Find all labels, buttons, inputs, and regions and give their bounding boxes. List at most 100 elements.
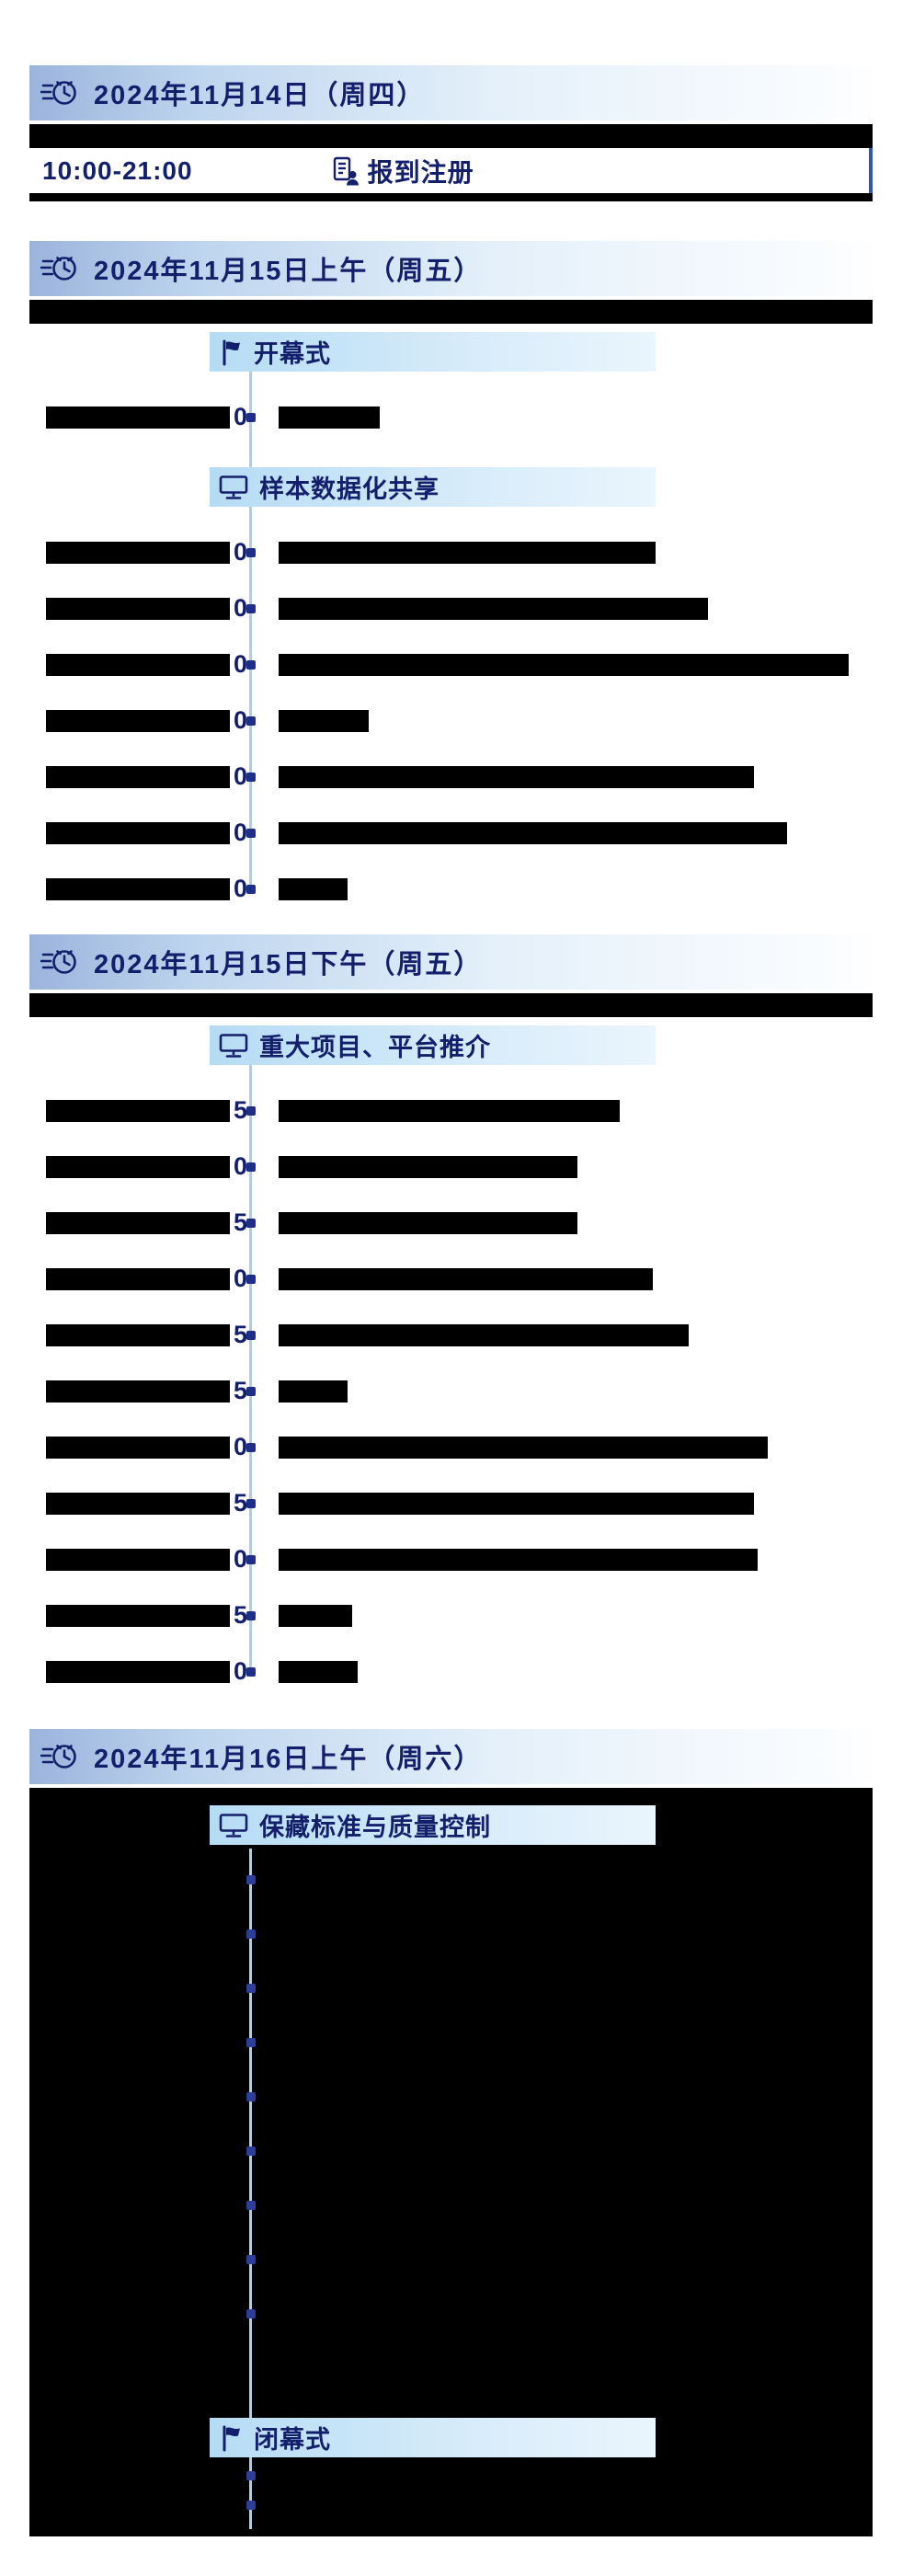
redacted-event: [279, 406, 380, 429]
timeline-row: 0: [29, 538, 873, 566]
timeline-dot: [246, 548, 256, 557]
session-title: 保藏标准与质量控制: [259, 1814, 491, 1841]
timeline-dot: [246, 1387, 256, 1396]
timeline-row: 5: [29, 1208, 873, 1236]
clock-icon: [40, 1740, 77, 1773]
redacted-event: [279, 1493, 754, 1515]
timeline-dot: [246, 2147, 256, 2156]
redacted-event: [279, 1156, 577, 1178]
timeline-row: 0: [29, 1265, 873, 1292]
timeline-dot: [246, 1611, 256, 1620]
timeline-dot: [246, 2471, 256, 2480]
time-digit: 0: [234, 538, 248, 566]
timeline-dot: [246, 2309, 256, 2318]
timeline-dot: [246, 1275, 256, 1284]
timeline-dot: [246, 1219, 256, 1228]
redacted-region: 保藏标准与质量控制闭幕式: [29, 1788, 873, 2536]
day-title: 2024年11月15日上午（周五）: [94, 257, 483, 286]
redacted-time: [46, 654, 230, 676]
timeline-dot: [246, 716, 256, 726]
timeline-dot: [246, 660, 256, 670]
time-digit: 5: [234, 1096, 248, 1124]
day-header: 2024年11月16日上午（周六）: [29, 1729, 873, 1784]
redacted-event: [279, 598, 708, 620]
redacted-event: [279, 878, 348, 900]
redacted-time: [46, 822, 230, 844]
timeline-dot: [246, 1443, 256, 1452]
redacted-event: [279, 654, 849, 676]
redacted-time: [46, 1437, 230, 1459]
timeline-dot: [246, 604, 256, 613]
time-digit: 0: [234, 1152, 248, 1180]
timeline-row: 5: [29, 1096, 873, 1124]
redacted-time: [46, 1100, 230, 1122]
time-digit: 0: [234, 403, 248, 430]
registration-icon: [331, 155, 359, 186]
clock-icon: [40, 945, 77, 979]
time-digit: 0: [234, 650, 248, 678]
redacted-event: [279, 1661, 358, 1683]
redacted-event: [279, 1100, 620, 1122]
timeline-row: 0: [29, 403, 873, 430]
timeline-dot: [246, 2255, 256, 2264]
session-title: 重大项目、平台推介: [259, 1034, 491, 1061]
timeline-dot: [246, 1106, 256, 1116]
timeline-line: [249, 1849, 252, 2529]
redacted-time: [46, 766, 230, 788]
monitor-icon: [219, 1813, 248, 1838]
session-header: 闭幕式: [210, 2418, 656, 2457]
redacted-event: [279, 1268, 653, 1290]
timeline-dot: [246, 1984, 256, 1993]
timeline-dot: [246, 2501, 256, 2510]
redacted-event: [279, 542, 656, 564]
session-title: 闭幕式: [254, 2426, 331, 2454]
timeline-row: 0: [29, 1657, 873, 1685]
redacted-time: [46, 1549, 230, 1571]
redacted-divider: [29, 193, 873, 201]
redacted-event: [279, 1380, 348, 1402]
session-header: 保藏标准与质量控制: [210, 1805, 656, 1845]
timeline-dot: [246, 1499, 256, 1508]
timeline-row: 0: [29, 819, 873, 846]
redacted-event: [279, 766, 754, 788]
redacted-time: [46, 1324, 230, 1346]
redacted-subtitle: [29, 993, 873, 1017]
timeline-row: 0: [29, 706, 873, 734]
day-header: 2024年11月15日下午（周五）: [29, 934, 873, 990]
timeline-line: [249, 358, 252, 889]
timeline-dot: [246, 773, 256, 782]
redacted-event: [279, 1324, 689, 1346]
timeline-row: 5: [29, 1489, 873, 1517]
timeline-dots: [246, 1875, 256, 2318]
timeline-dot: [246, 1162, 256, 1172]
redacted-time: [46, 1156, 230, 1178]
timeline-dot: [246, 1555, 256, 1564]
redacted-time: [46, 598, 230, 620]
time-digit: 0: [234, 762, 248, 790]
clock-icon: [40, 252, 77, 285]
clock-icon: [40, 76, 77, 109]
day-header: 2024年11月14日（周四）: [29, 65, 873, 120]
timeline-line: [249, 1051, 252, 1672]
redacted-event: [279, 1605, 352, 1627]
time-digit: 5: [234, 1377, 248, 1404]
time-digit: 0: [234, 1545, 248, 1573]
redacted-time: [46, 542, 230, 564]
redacted-event: [279, 1212, 577, 1234]
redacted-event: [279, 1437, 768, 1459]
timeline-row: 0: [29, 1545, 873, 1573]
timeline-dot: [246, 885, 256, 894]
timeline-dot: [246, 1331, 256, 1340]
timeline-dot: [246, 1929, 256, 1939]
time-label: 10:00-21:00: [42, 155, 193, 185]
day-title: 2024年11月14日（周四）: [94, 81, 426, 110]
flag-icon: [219, 2424, 243, 2452]
timeline-dot: [246, 1667, 256, 1677]
time-digit: 0: [234, 1433, 248, 1460]
monitor-icon: [219, 1033, 248, 1059]
